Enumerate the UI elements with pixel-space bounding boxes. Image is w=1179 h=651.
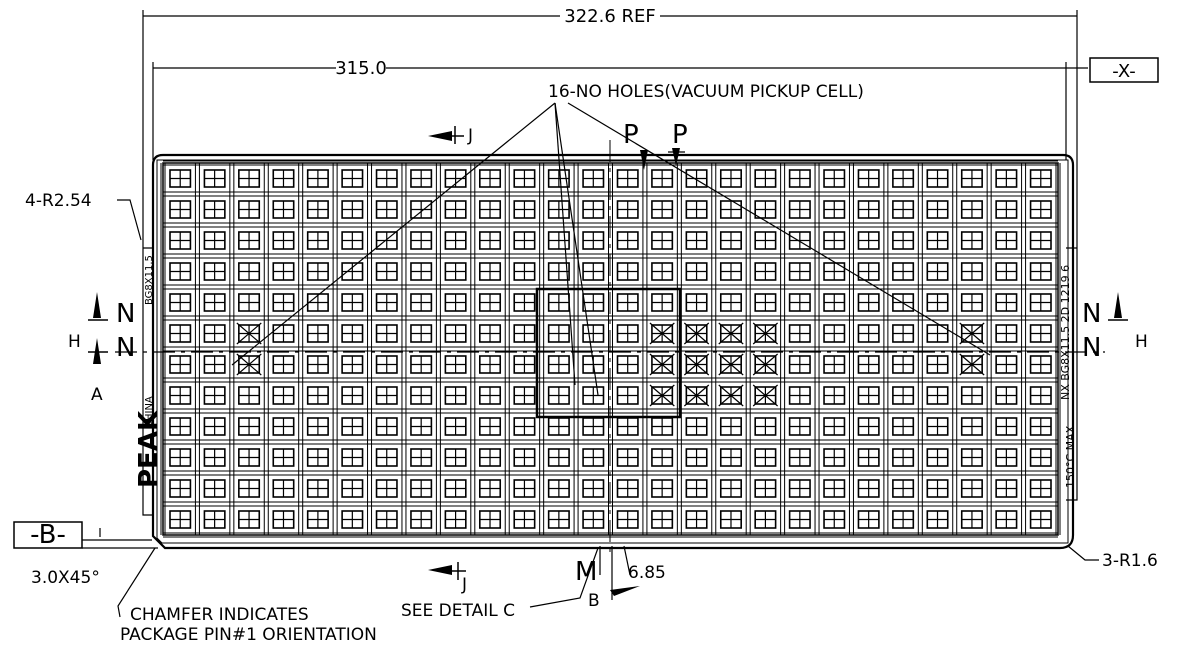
- detail-c-box: [535, 287, 682, 419]
- svg-text:M: M: [575, 557, 597, 587]
- section-markers-left: N N H A: [68, 292, 135, 405]
- datum-x-box: [1089, 57, 1159, 83]
- see-detail-leader: [529, 547, 599, 608]
- pocket-span-label: 315.0: [335, 58, 387, 79]
- datum-x-label: -X-: [1112, 61, 1136, 82]
- left-logo-text: PEAK: [134, 410, 164, 488]
- vacuum-leaders: [231, 102, 991, 396]
- tray-outline: [142, 153, 1078, 550]
- svg-text:B: B: [588, 591, 600, 611]
- corner-radius-right: 3-R1.6: [1102, 551, 1158, 571]
- pocket-span-dimension: [152, 62, 1088, 160]
- section-markers-right: N N H: [1082, 292, 1148, 363]
- chamfer-leader: [117, 547, 156, 618]
- chamfer-note-line1: CHAMFER INDICATES: [130, 605, 309, 625]
- overall-ref-label: 322.6 REF: [564, 6, 656, 27]
- svg-text:P: P: [672, 120, 688, 150]
- corner-radius-left: 4-R2.54: [25, 191, 92, 211]
- svg-text:J: J: [461, 575, 467, 595]
- svg-text:N: N: [1082, 299, 1101, 329]
- section-j-bottom: J: [428, 562, 467, 595]
- corner-radius-right-leader: [1067, 545, 1099, 561]
- corner-radius-left-leader: [117, 199, 142, 241]
- section-p-markers: P P: [623, 120, 688, 170]
- section-j-top: J: [428, 126, 473, 146]
- svg-text:J: J: [467, 126, 473, 146]
- chamfer-dimension: 3.0X45°: [31, 568, 100, 588]
- right-temp-text: 150°C MAX: [1064, 425, 1077, 488]
- datum-b-box: [13, 521, 83, 549]
- svg-text:N: N: [116, 299, 135, 329]
- svg-text:6.85: 6.85: [628, 563, 666, 583]
- bottom-detail-markers: M B 6.85: [575, 545, 666, 611]
- chamfer-note-line2: PACKAGE PIN#1 ORIENTATION: [120, 625, 377, 645]
- left-code-text: BG8X11.5: [144, 255, 155, 305]
- tray-right-markings: NX BG8X11.5 2D 1219 6 150°C MAX: [1059, 265, 1077, 488]
- svg-text:N: N: [116, 333, 135, 363]
- left-origin-text: CHINA: [144, 396, 155, 428]
- right-code-text: NX BG8X11.5 2D 1219 6: [1059, 265, 1072, 400]
- tray-left-markings: BG8X11.5 CHINA PEAK: [134, 255, 164, 488]
- svg-text:A: A: [91, 385, 103, 405]
- svg-text:P: P: [623, 120, 639, 150]
- see-detail-note: SEE DETAIL C: [401, 601, 515, 621]
- svg-text:H: H: [1135, 332, 1148, 352]
- svg-text:H: H: [68, 332, 81, 352]
- vacuum-holes-note: 16-NO HOLES(VACUUM PICKUP CELL): [548, 82, 864, 102]
- datum-b-label: -B-: [30, 520, 66, 550]
- svg-text:N: N: [1082, 333, 1101, 363]
